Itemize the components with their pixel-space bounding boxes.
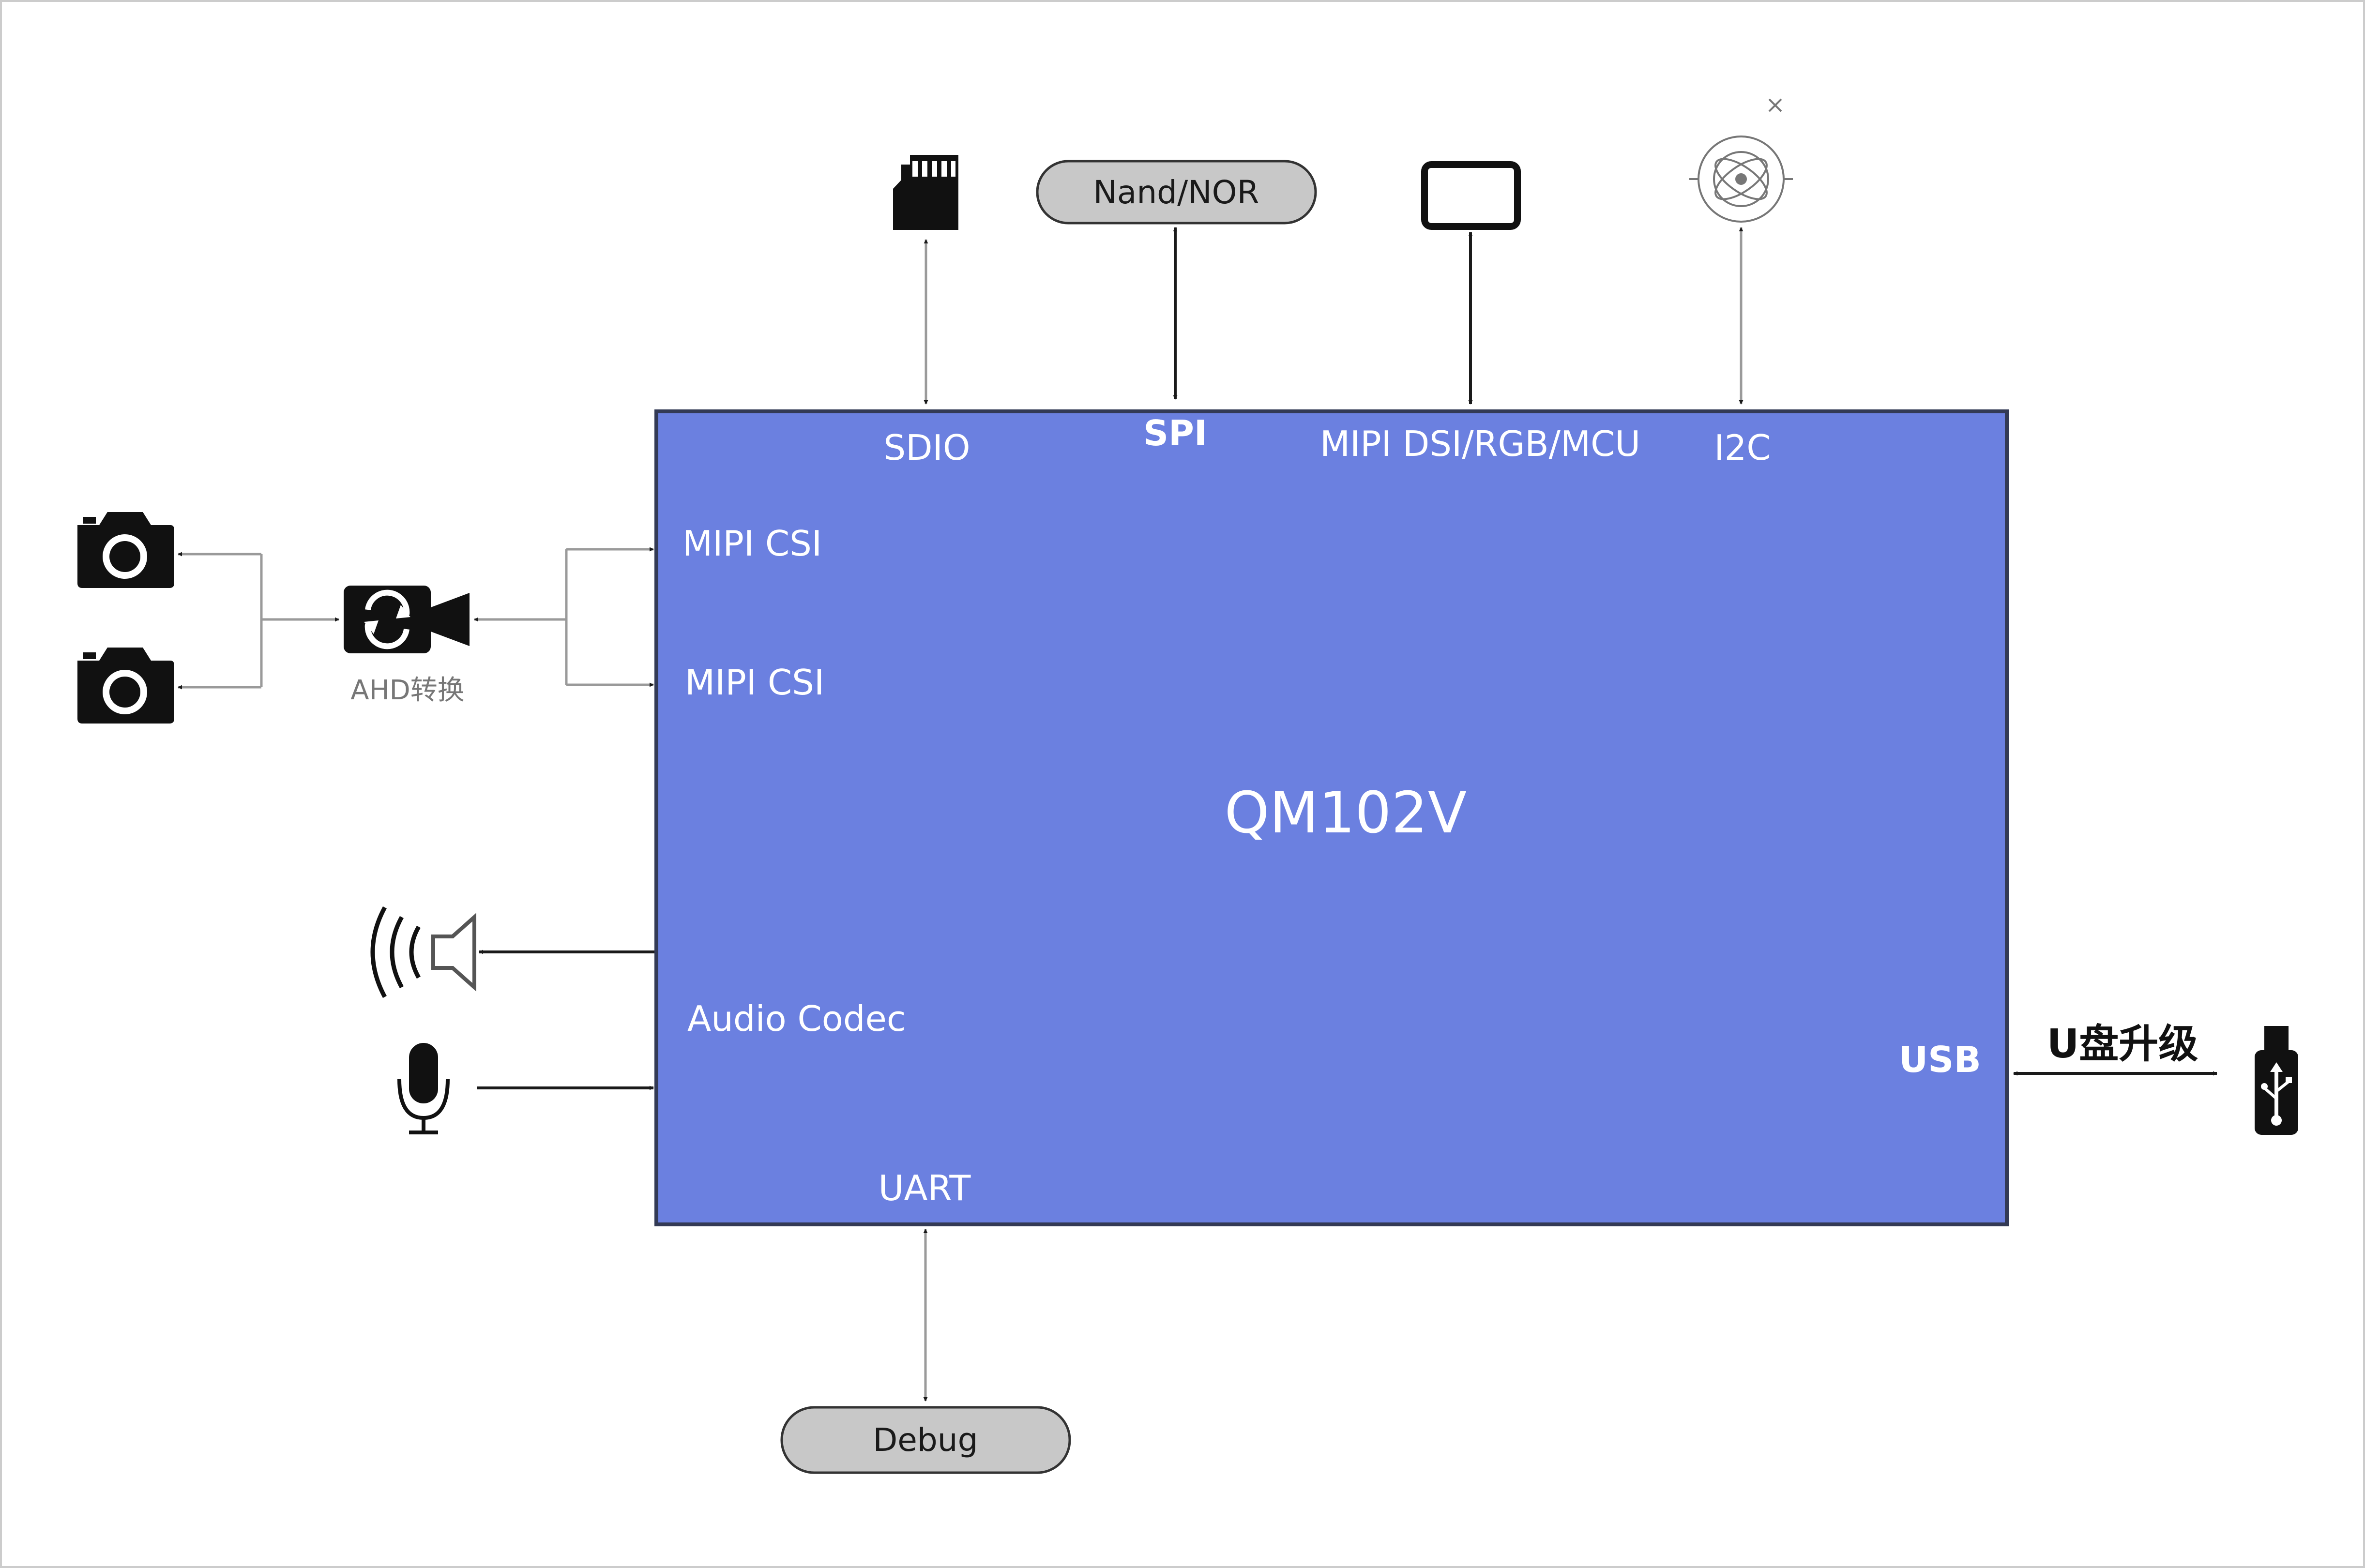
camera-icon — [77, 512, 174, 588]
mipi-csi-label-1: MIPI CSI — [682, 523, 822, 564]
audio-codec-label: Audio Codec — [687, 998, 906, 1039]
usb-label: USB — [1899, 1039, 1981, 1081]
nand-nor-box — [1036, 160, 1317, 225]
debug-label: Debug — [873, 1421, 978, 1459]
display-icon — [1421, 161, 1521, 230]
speaker-icon — [370, 906, 476, 998]
ahd-converter-label: AHD转换 — [350, 675, 465, 706]
sdio-label: SDIO — [883, 427, 970, 468]
chip-block — [654, 409, 2009, 1226]
mipi-csi-connectors — [474, 547, 654, 687]
display-interface-label: MIPI DSI/RGB/MCU — [1320, 423, 1640, 464]
microphone-icon — [397, 1043, 450, 1134]
chip-name: QM102V — [1225, 779, 1467, 846]
i2c-label: I2C — [1714, 427, 1771, 468]
camera-icon — [77, 648, 174, 724]
uart-label: UART — [879, 1168, 971, 1208]
spi-label: SPI — [1143, 413, 1207, 453]
usb-upgrade-label: U盘升级 — [2047, 1021, 2198, 1067]
usb-drive-icon — [2255, 1026, 2298, 1135]
nand-nor-label: Nand/NOR — [1093, 174, 1259, 211]
gyro-sensor-icon — [1689, 98, 1793, 223]
video-camera-icon — [344, 586, 470, 653]
mipi-csi-label-2: MIPI CSI — [685, 662, 824, 703]
debug-box — [780, 1406, 1071, 1474]
camera-connectors — [178, 552, 339, 690]
sd-card-icon — [893, 155, 958, 230]
